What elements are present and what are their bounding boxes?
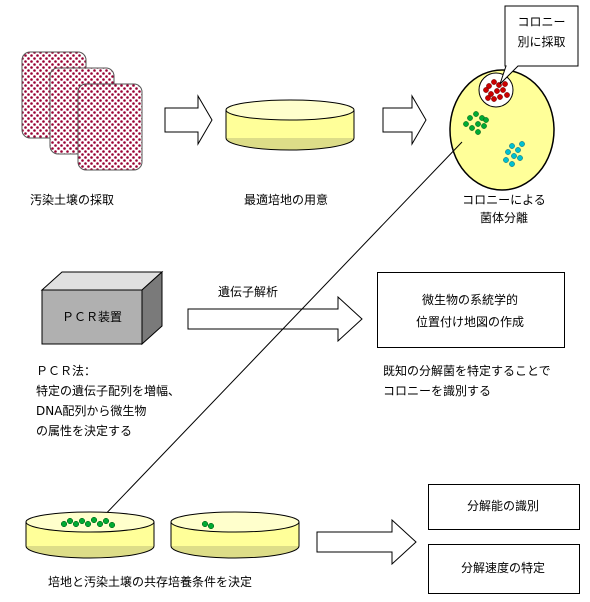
block-arrow-analysis (187, 295, 363, 343)
analysis-note-line1: 既知の分解菌を特定することで (383, 364, 551, 378)
pcr-device-icon (40, 270, 164, 346)
block-arrow-1 (164, 94, 213, 146)
petri-dish-bottom-right-icon (170, 511, 300, 559)
colony-transfer-arrow (97, 141, 463, 523)
pcr-method-line1: 特定の遺伝子配列を増幅、 (36, 384, 181, 398)
phylogenetic-map-line2: 位置付け地図の作成 (415, 315, 524, 329)
petri-dish-bottom-left-icon (25, 511, 155, 559)
petri-dish-top-icon (225, 99, 355, 151)
step-prepare-medium: 最適培地の用意 (244, 193, 329, 207)
result-identify-ability: 分解能の識別 (466, 499, 539, 513)
step-soil-sampling: 汚染土壌の採取 (30, 193, 115, 207)
analysis-note-line2: コロニーを識別する (383, 384, 492, 398)
phylogenetic-map-box (377, 272, 565, 348)
result-box-ability (428, 484, 580, 530)
callout-box (499, 5, 579, 85)
result-box-rate (428, 544, 580, 594)
soil-sample-icon (21, 51, 143, 171)
result-identify-rate: 分解速度の特定 (460, 561, 545, 575)
phylogenetic-map-line1: 微生物の系統学的 (421, 293, 518, 307)
pcr-method-title: ＰＣＲ法： (36, 364, 97, 378)
callout-line2: 別に採取 (517, 35, 566, 49)
coculture-caption: 培地と汚染土壌の共存培養条件を決定 (48, 575, 253, 589)
callout-line1: コロニー (517, 15, 566, 29)
colony-dish-icon (449, 69, 555, 191)
pcr-device-label: ＰＣＲ装置 (61, 310, 122, 324)
block-arrow-results (316, 518, 417, 566)
pcr-method-line2: DNA配列から微生物 (36, 404, 147, 418)
analysis-arrow-label: 遺伝子解析 (218, 285, 279, 299)
block-arrow-2 (382, 94, 427, 146)
step-colony-separation-line2: 菌体分離 (479, 211, 528, 225)
pcr-method-line3: の属性を決定する (36, 424, 133, 438)
step-colony-separation-line1: コロニーによる (462, 193, 546, 207)
